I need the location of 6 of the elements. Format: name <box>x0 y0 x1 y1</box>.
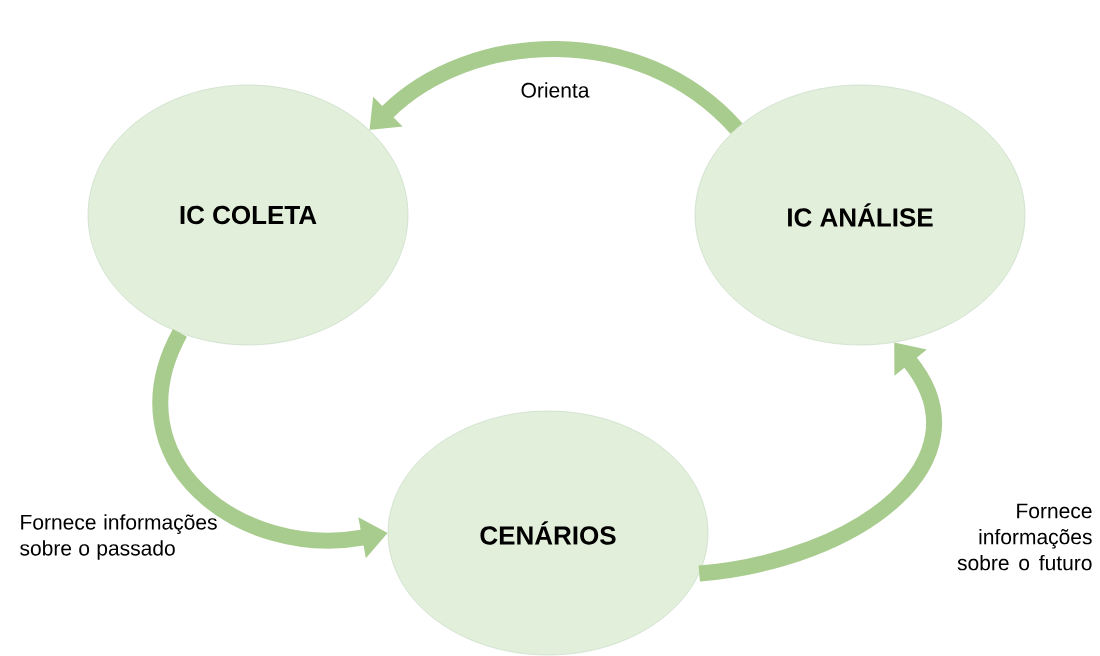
ellipse-node: IC ANÁLISE <box>694 84 1026 346</box>
edge-label: Fornece informações sobre o passado <box>20 514 217 560</box>
edge-label: Fornece informações sobre o futuro <box>957 503 1092 571</box>
edge-label: Orienta <box>521 82 590 98</box>
ellipse-node: CENÁRIOS <box>387 410 709 656</box>
ellipse-node: IC COLETA <box>87 84 409 346</box>
